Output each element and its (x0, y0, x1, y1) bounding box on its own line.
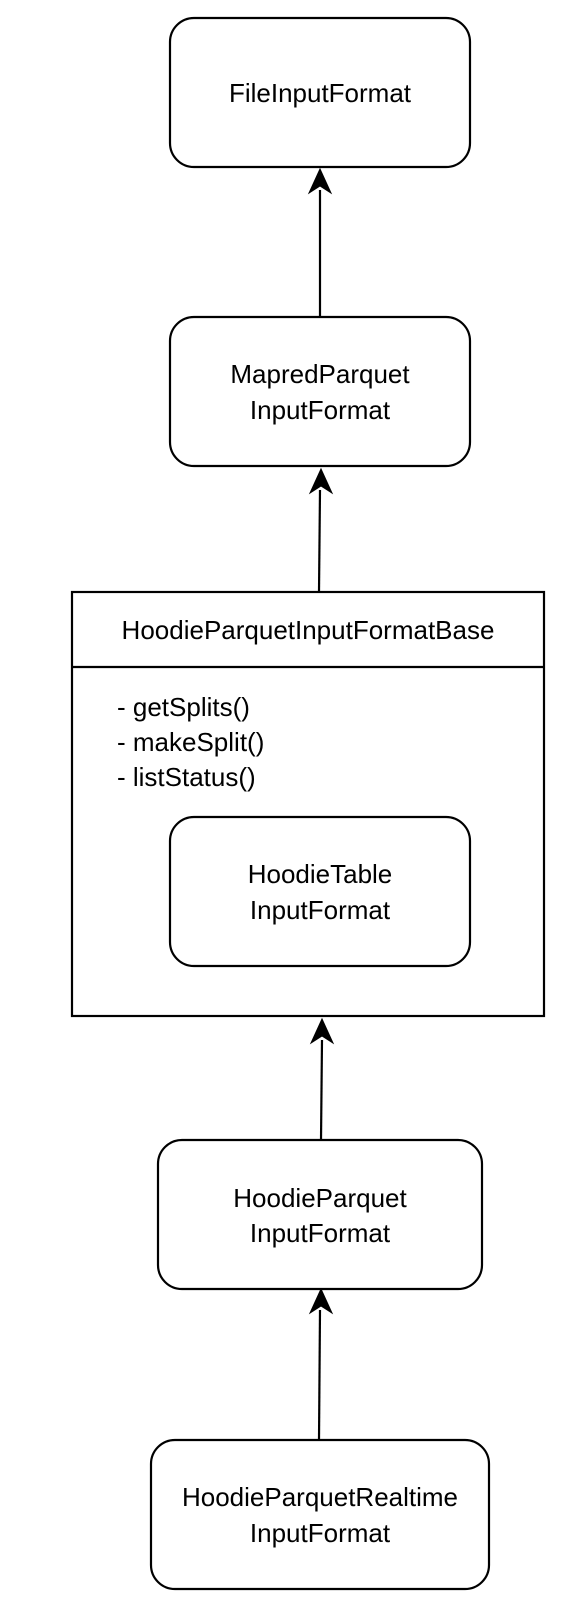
arrowhead-hoodieparquet (308, 1287, 334, 1315)
hoodie-parquet-realtime-input-format-line2: InputFormat (250, 1518, 391, 1548)
mapred-parquet-input-format-line2: InputFormat (250, 395, 391, 425)
node-hoodie-parquet-input-format-base[interactable]: HoodieParquetInputFormatBase - getSplits… (70, 590, 546, 1018)
file-input-format-label: FileInputFormat (229, 78, 412, 108)
arrowhead-fileinputformat (307, 167, 333, 195)
mapred-parquet-input-format-box (168, 315, 472, 468)
edge-realtime-to-hoodieparquet (317, 1309, 322, 1441)
mapred-parquet-input-format-line1: MapredParquet (230, 359, 410, 389)
node-mapred-parquet-input-format[interactable]: MapredParquet InputFormat (168, 315, 472, 468)
node-hoodie-parquet-input-format[interactable]: HoodieParquet InputFormat (156, 1138, 484, 1291)
hoodie-table-input-format-line1: HoodieTable (248, 859, 393, 889)
file-input-format-box (168, 16, 472, 169)
hoodie-parquet-realtime-input-format-box (149, 1438, 491, 1591)
edges (307, 167, 335, 1441)
edge-hoodieparquet-to-base (319, 1039, 324, 1141)
arrowhead-mapred (308, 467, 334, 495)
hoodie-parquet-realtime-input-format-line1: HoodieParquetRealtime (182, 1482, 458, 1512)
hoodie-parquet-input-format-box (156, 1138, 484, 1291)
hoodie-parquet-input-format-line2: InputFormat (250, 1218, 391, 1248)
edge-base-to-mapred (317, 489, 322, 593)
node-hoodie-parquet-realtime-input-format[interactable]: HoodieParquetRealtime InputFormat (149, 1438, 491, 1591)
hoodie-table-input-format-box (168, 815, 472, 968)
method-get-splits: - getSplits() (117, 692, 250, 722)
method-make-split: - makeSplit() (117, 727, 264, 757)
hoodie-parquet-input-format-line1: HoodieParquet (233, 1183, 407, 1213)
hoodie-table-input-format-line2: InputFormat (250, 895, 391, 925)
method-list-status: - listStatus() (117, 762, 256, 792)
hoodie-parquet-input-format-base-title: HoodieParquetInputFormatBase (122, 615, 495, 645)
arrowhead-base (309, 1017, 335, 1045)
node-file-input-format[interactable]: FileInputFormat (168, 16, 472, 169)
node-hoodie-table-input-format[interactable]: HoodieTable InputFormat (168, 815, 472, 968)
